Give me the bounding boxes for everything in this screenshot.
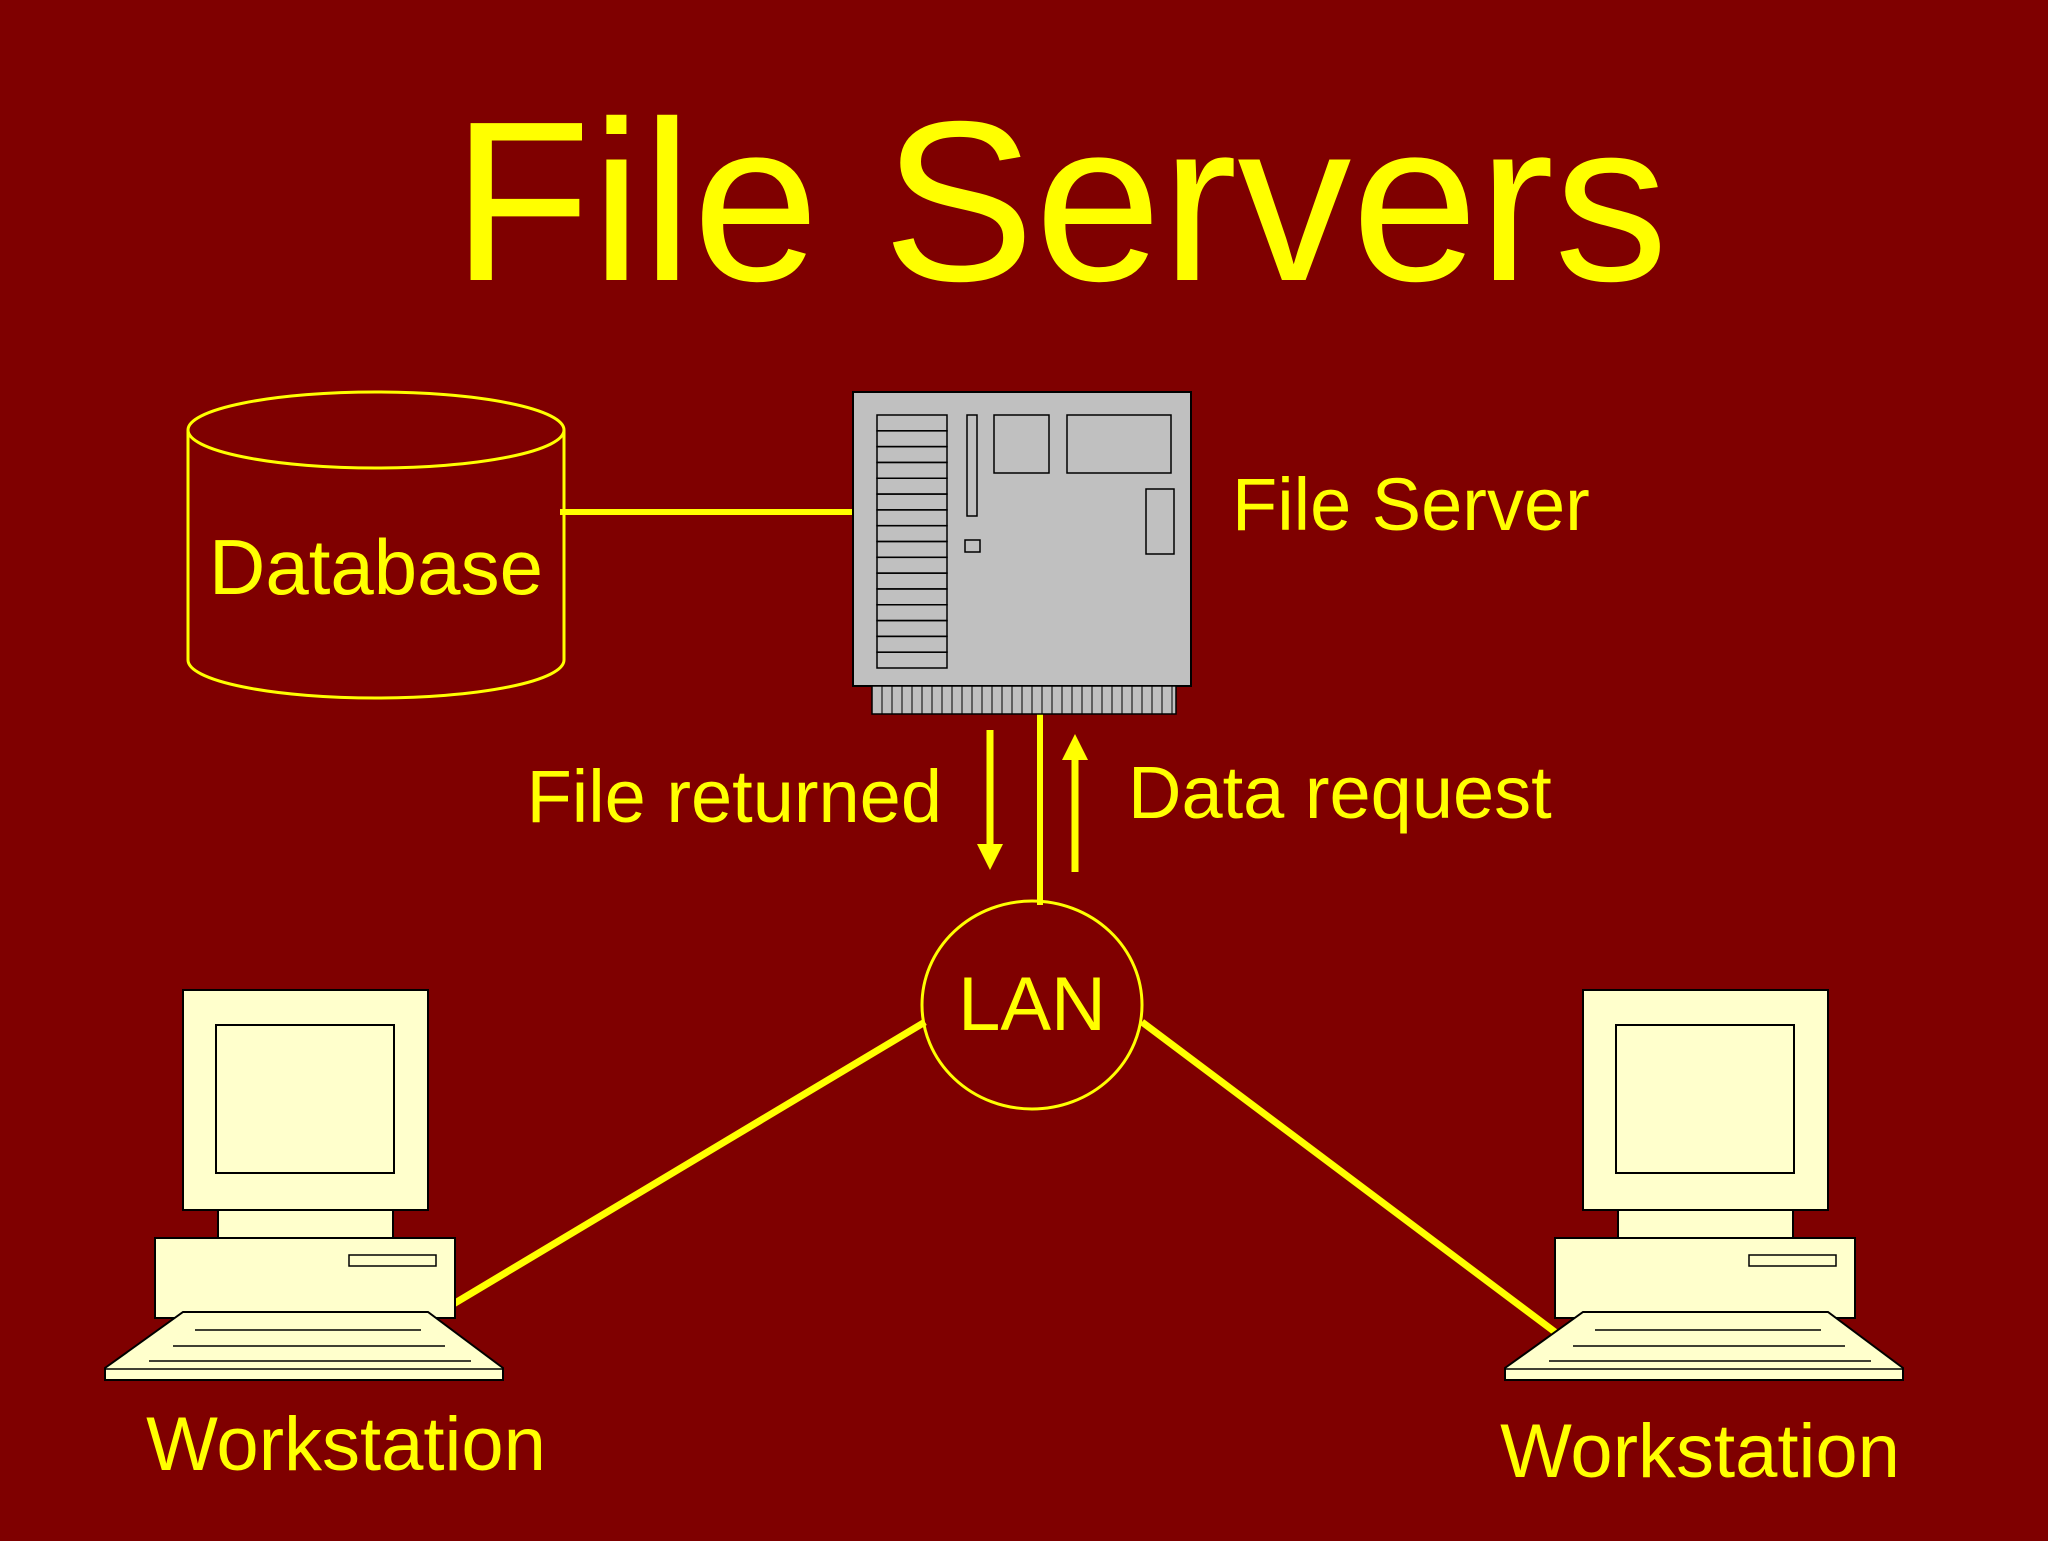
data-request-arrow — [1062, 734, 1088, 872]
workstation-left-label: Workstation — [146, 1402, 546, 1487]
lan-hub — [920, 899, 1144, 1111]
workstation-left-icon — [104, 989, 504, 1381]
database-cylinder — [186, 390, 566, 700]
workstation-right-icon — [1504, 989, 1904, 1381]
file-server-label: File Server — [1232, 463, 1590, 546]
file-server-icon — [852, 391, 1192, 715]
database-label: Database — [209, 523, 543, 611]
file-returned-label: File returned — [527, 755, 942, 838]
lan-left-workstation-link — [438, 1018, 927, 1316]
workstation-right-label: Workstation — [1500, 1409, 1900, 1494]
lan-label: LAN — [958, 962, 1106, 1047]
data-request-label: Data request — [1128, 751, 1552, 834]
page-title: File Servers — [452, 75, 1668, 329]
lan-right-workstation-link — [1139, 1019, 1558, 1335]
file-returned-arrow — [977, 730, 1003, 870]
